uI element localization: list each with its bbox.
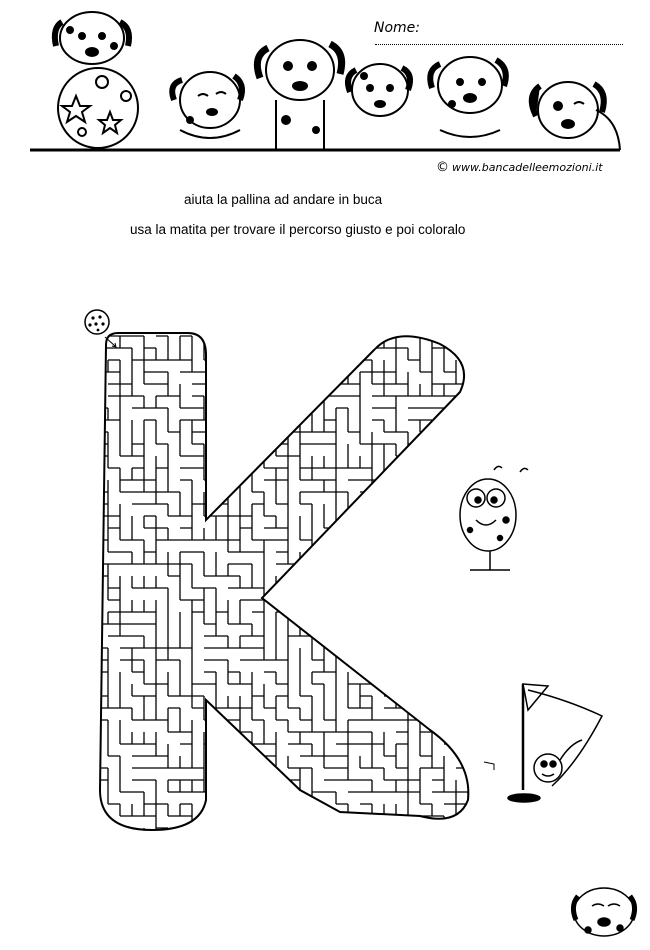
name-label: Nome: [374, 20, 421, 36]
ball-icon [84, 309, 110, 335]
start-arrow-icon [104, 336, 116, 347]
website-credit: ©www.bancadelleemozioni.it [436, 160, 603, 175]
name-field[interactable] [375, 44, 623, 45]
egg-character-icon [459, 465, 529, 571]
letter-k-outline [98, 332, 470, 832]
end-arrow-icon [483, 761, 495, 770]
letter-maze[interactable] [0, 280, 650, 950]
instruction-line-1: aiuta la pallina ad andare in buca [184, 192, 383, 207]
website-url: www.bancadelleemozioni.it [452, 161, 603, 174]
copyright-symbol: © [436, 160, 449, 175]
puppy-face-icon [570, 887, 638, 937]
maze-walls [100, 333, 469, 830]
instruction-line-2: usa la matita per trovare il percorso gi… [130, 222, 466, 237]
golf-flag-icon [507, 683, 604, 803]
dalmatian-puppies-icon [30, 11, 621, 152]
